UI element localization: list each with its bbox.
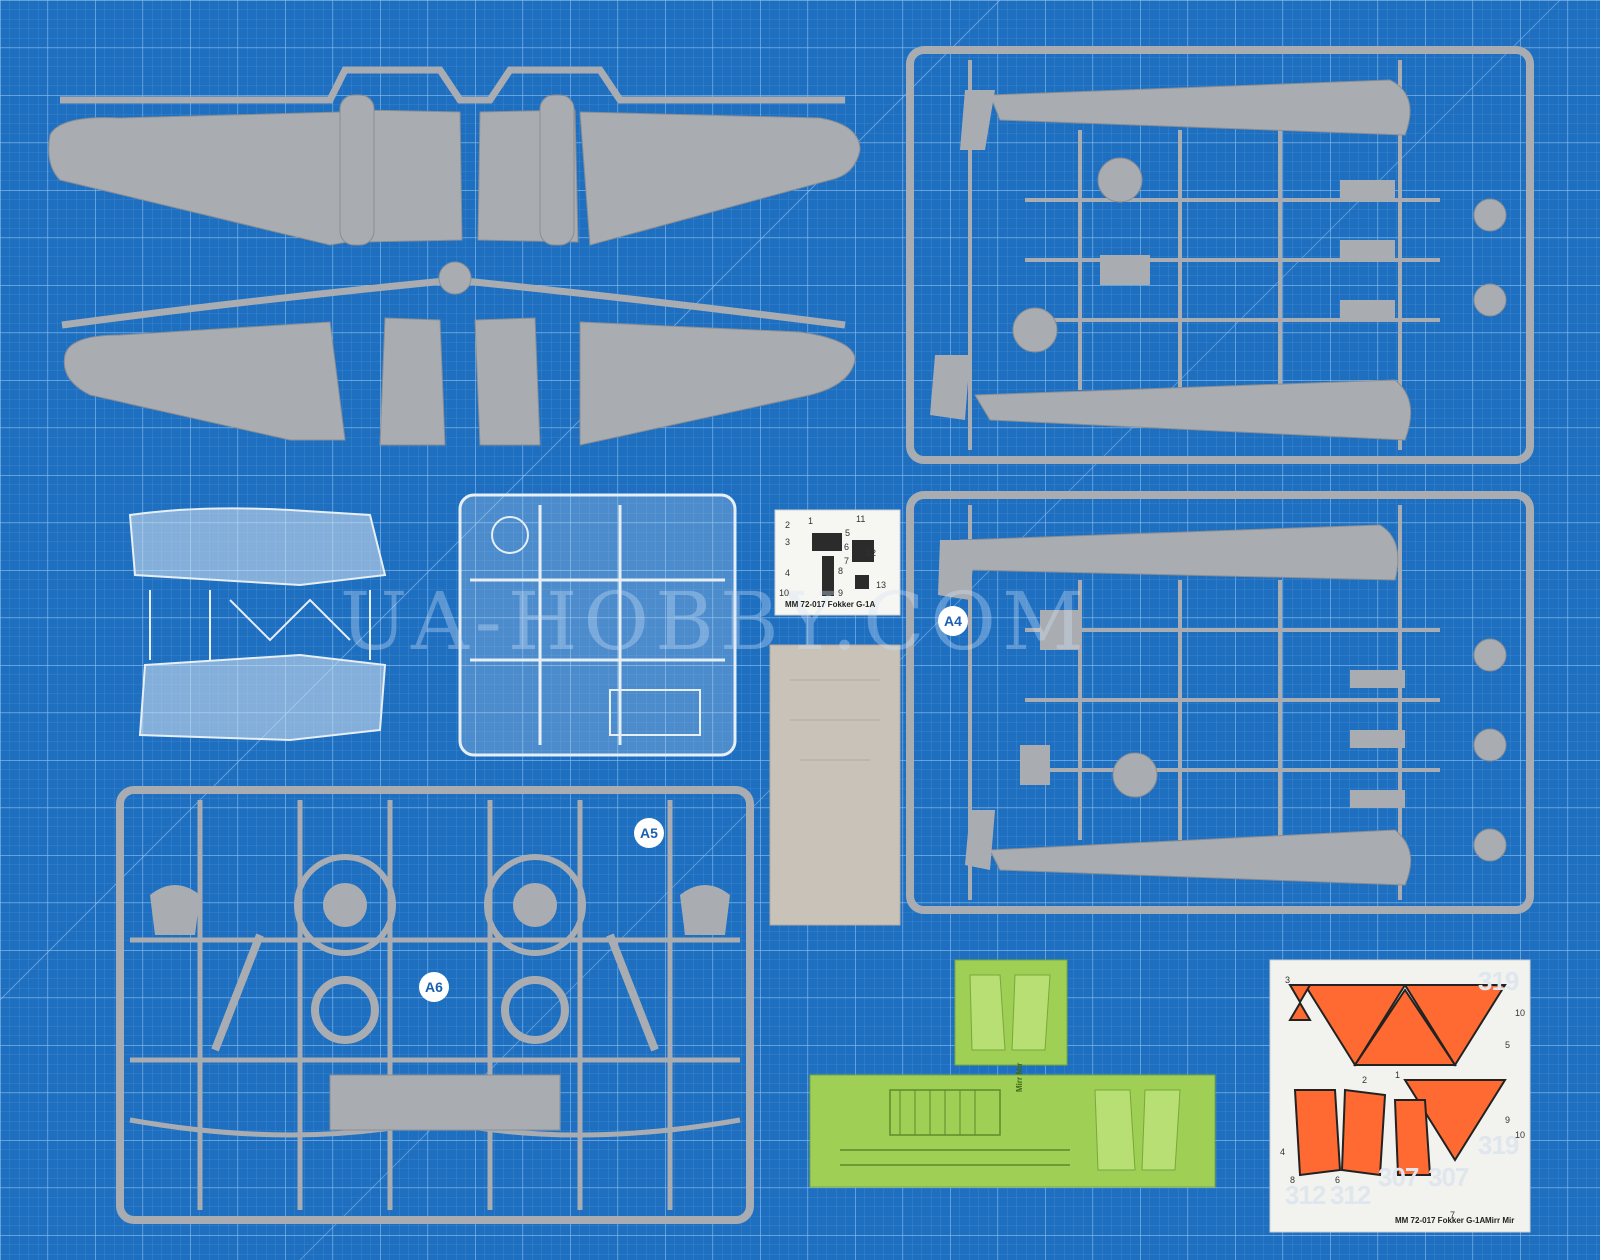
decal-sheet-brand: Mirr Mir: [1485, 1216, 1515, 1225]
upper-wing-sprue: [48, 66, 861, 246]
instrument-decal-caption: MM 72-017 Fokker G-1A: [785, 600, 876, 609]
decal-callout: 8: [1290, 1175, 1296, 1185]
fuselage-sprue-1: [906, 46, 1534, 464]
instrument-decal-sheet: [774, 509, 901, 616]
decal-callout: 10: [1515, 1008, 1526, 1018]
sprue-tag-a5: A5: [634, 818, 664, 848]
decal-callout: 9: [1505, 1115, 1511, 1125]
sprue-tag-a4: A4: [938, 606, 968, 636]
instrument-decal-number: 3: [785, 537, 791, 547]
instrument-decal-number: 6: [844, 542, 850, 552]
clear-canopy-sprue: [128, 507, 387, 742]
decal-callout: 7: [1450, 1210, 1456, 1220]
decal-serial: 312: [1285, 1180, 1326, 1210]
photoetch-fret-large: [809, 1074, 1216, 1188]
instrument-decal-number: 8: [838, 566, 844, 576]
instrument-decal-number: 1: [808, 516, 814, 526]
decal-callout: 6: [1335, 1175, 1341, 1185]
instrument-decal-number: 10: [779, 588, 790, 598]
engine-sprue: [116, 786, 754, 1224]
photoetch-fret-small: [954, 959, 1068, 1066]
decal-callout: 2: [1362, 1075, 1368, 1085]
decal-serial: 319: [1478, 966, 1519, 996]
decal-callout: 1: [1395, 1070, 1401, 1080]
markings-decal-sheet: [1269, 959, 1531, 1233]
instrument-decal-number: 13: [876, 580, 887, 590]
instrument-decal-number: 9: [838, 588, 844, 598]
masking-sheet: [769, 644, 901, 926]
instrument-decal-number: 12: [866, 548, 877, 558]
decal-callout: 5: [1505, 1040, 1511, 1050]
instrument-decal-number: 7: [844, 556, 850, 566]
fuselage-sprue-2: [906, 491, 1534, 914]
clear-parts-sprue: [458, 493, 737, 757]
decal-serial: 312: [1330, 1180, 1371, 1210]
decal-callout: 3: [1285, 975, 1291, 985]
instrument-decal-number: 2: [785, 520, 791, 530]
watermark-text: UA-HOBBY.COM: [340, 575, 1090, 668]
lower-wing-sprue: [61, 261, 856, 446]
decal-callout: 4: [1280, 1147, 1286, 1157]
photoetch-brand: Mirr Mir: [1015, 1062, 1024, 1092]
decal-serial: 319: [1478, 1130, 1519, 1160]
sprue-tag-a6: A6: [419, 972, 449, 1002]
instrument-decal-number: 5: [845, 528, 851, 538]
instrument-decal-number: 4: [785, 568, 791, 578]
decal-sheet-caption: MM 72-017 Fokker G-1A: [1395, 1216, 1486, 1225]
instrument-decal-number: 11: [856, 514, 866, 524]
decal-serial: 307: [1378, 1162, 1419, 1192]
decal-serial: 307: [1428, 1162, 1469, 1192]
decal-callout: 10: [1515, 1130, 1526, 1140]
